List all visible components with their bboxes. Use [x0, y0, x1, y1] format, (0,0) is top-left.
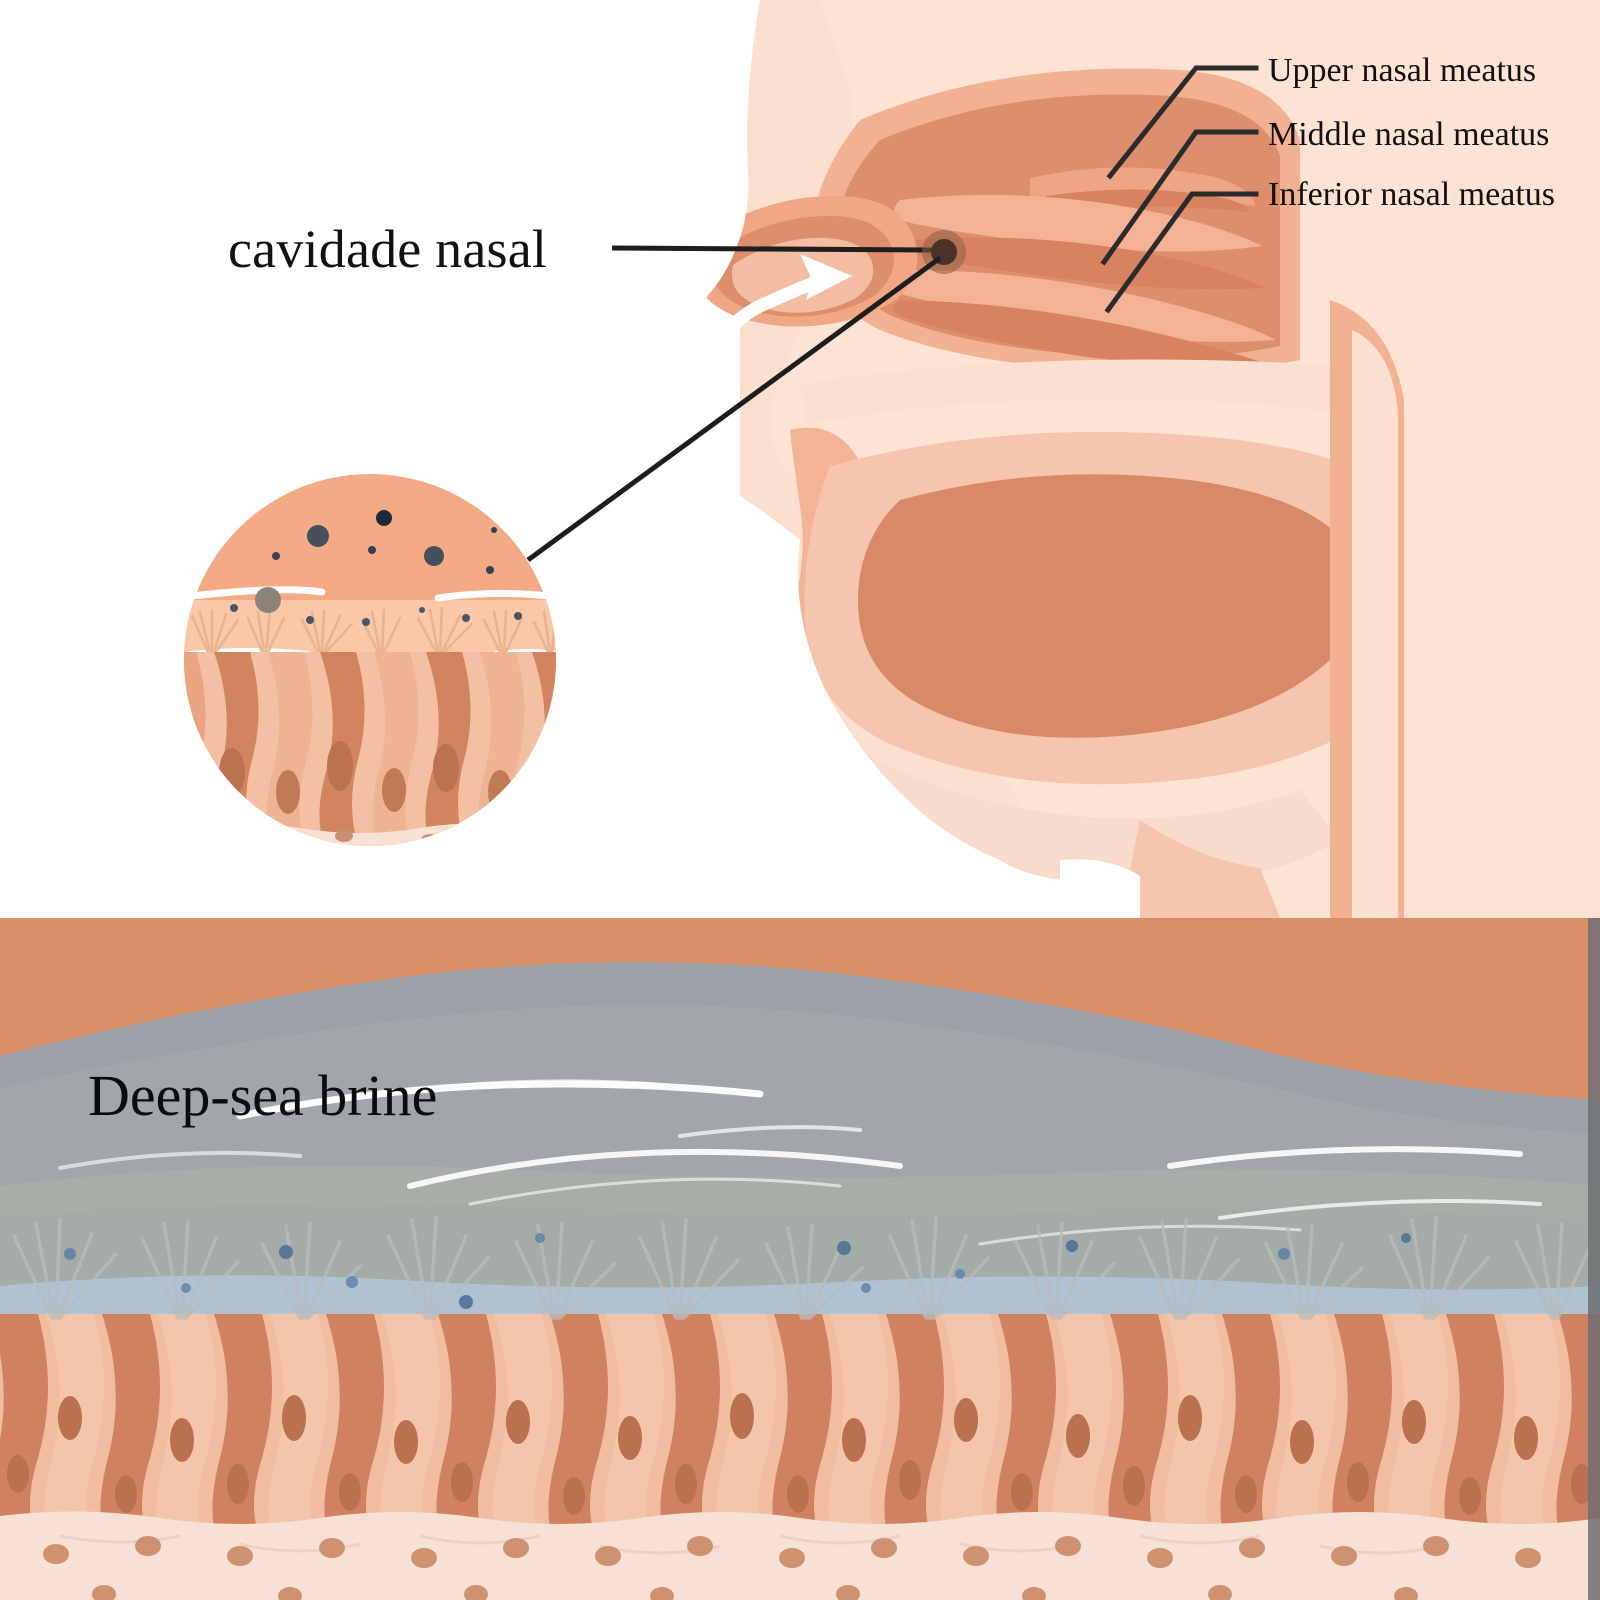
- leader-line-inferior-nasal-meatus: [1104, 191, 1259, 314]
- brine-cilia-tufts: [12, 1216, 1594, 1320]
- cavidade-nasal-label: cavidade nasal: [228, 219, 548, 279]
- leader-line-middle-nasal-meatus: [1100, 129, 1259, 266]
- deep-sea-brine-label: Deep-sea brine: [88, 1063, 438, 1128]
- airflow-arrow: [693, 254, 852, 399]
- inset-connector-line: [526, 255, 942, 563]
- epithelium-inset-circle: [184, 474, 556, 846]
- inferior-nasal-meatus-label: Inferior nasal meatus: [1268, 176, 1555, 213]
- basal-nuclei: [43, 1536, 1541, 1600]
- brine-wisps: [58, 1079, 1542, 1246]
- basal-cell-layer: [0, 1511, 1600, 1600]
- meatus-leader-lines: [1100, 65, 1259, 314]
- epithelium-cross-section-illustration: [0, 918, 1600, 1600]
- upper-nasal-meatus-label: Upper nasal meatus: [1268, 52, 1537, 89]
- inset-columnar-cells: [184, 652, 556, 846]
- middle-nasal-meatus-label: Middle nasal meatus: [1268, 116, 1550, 153]
- right-edge-strip: [1588, 918, 1600, 1600]
- nasal-anatomy-panel: cavidade nasal Upper nasal meatus Middle…: [184, 0, 1600, 918]
- cell-nuclei: [7, 1393, 1593, 1515]
- columnar-cell-layer: [0, 1314, 1600, 1544]
- inset-dust-particles: [230, 510, 522, 626]
- leader-line-upper-nasal-meatus: [1106, 65, 1259, 180]
- nasal-anatomy-illustration: [184, 0, 1600, 918]
- epithelium-closeup-panel: [0, 918, 1600, 1600]
- cavidade-nasal-pointer-line: [611, 245, 933, 253]
- brine-particles: [64, 1233, 1411, 1309]
- head-profile: [694, 0, 1600, 918]
